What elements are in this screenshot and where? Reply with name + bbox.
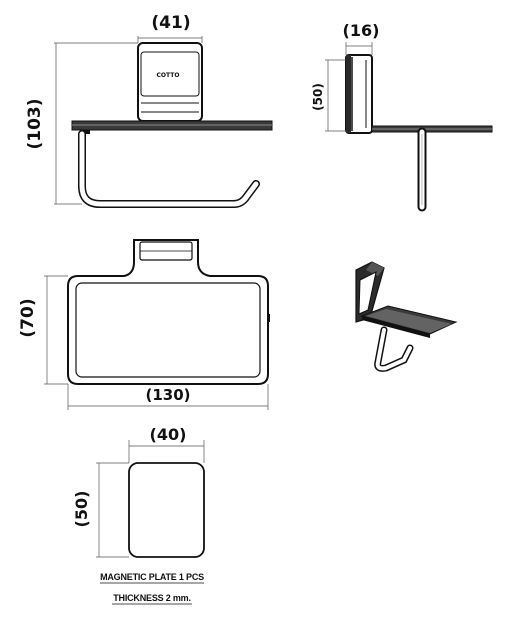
top-inner-panel [75,282,261,378]
plate-height-label: (50) [72,491,91,528]
front-roll-bar [78,130,260,208]
brand-logo: COTTO [157,72,180,79]
front-width-label: (41) [151,13,190,33]
magnetic-plate [128,462,205,558]
top-outline [67,239,269,385]
isometric-view [355,261,458,372]
side-height-label: (50) [311,83,325,111]
notes: MAGNETIC PLATE 1 PCS THICKNESS 2 mm. [100,572,204,605]
thickness-note: THICKNESS 2 mm. [113,593,191,603]
side-depth-label: (16) [343,21,380,40]
front-mount-inner [140,51,200,97]
top-width-label: (130) [145,386,190,404]
side-view: (16) (50) [311,21,493,212]
front-view: COTTO (41) (103) [25,13,273,208]
top-height-label: (70) [18,298,38,337]
front-height-label: (103) [25,98,45,149]
plate-note: MAGNETIC PLATE 1 PCS [100,572,204,582]
top-view: (70) (130) [18,239,270,410]
plate-width-label: (40) [150,425,187,444]
magnetic-plate-view: (40) (50) [72,425,205,558]
